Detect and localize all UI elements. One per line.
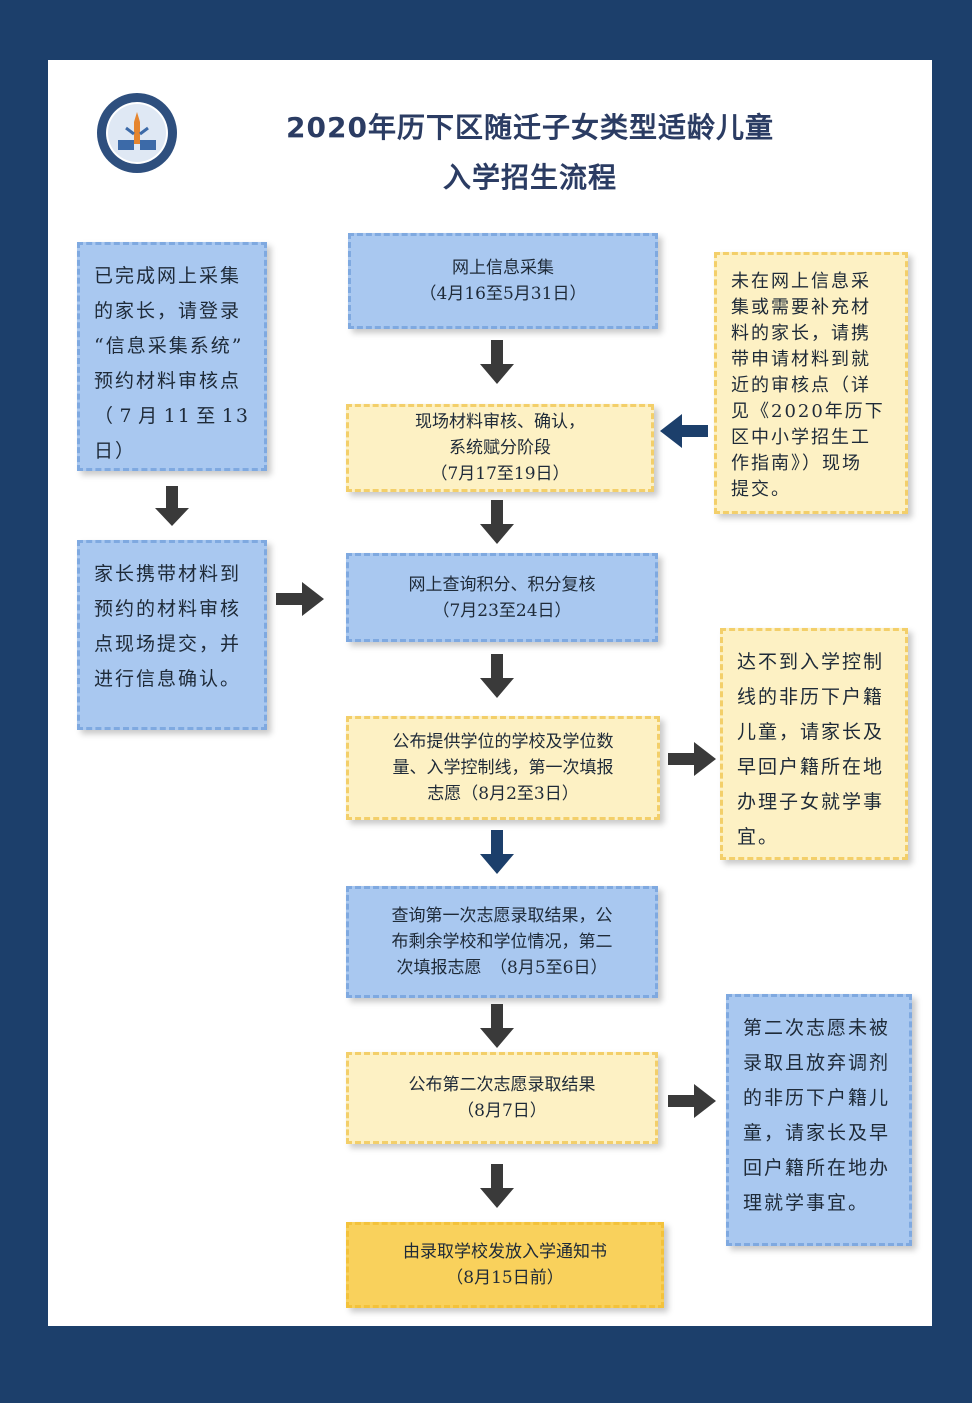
step-first-application: 公布提供学位的学校及学位数 量、入学控制线，第一次填报 志愿（8月2至3日） xyxy=(346,716,660,820)
school-emblem-logo xyxy=(97,93,177,173)
step-online-info-collection: 网上信息采集 （4月16至5月31日） xyxy=(348,233,658,329)
page-title-line1: 2020年历下区随迁子女类型适龄儿童 xyxy=(286,111,774,144)
arrow-right-icon xyxy=(668,742,716,776)
arrow-down-icon xyxy=(480,1164,514,1208)
arrow-down-icon xyxy=(480,654,514,698)
step-label: 查询第一次志愿录取结果，公 布剩余学校和学位情况，第二 次填报志愿 （8月5至6… xyxy=(391,906,613,978)
step-label: 由录取学校发放入学通知书 （8月15日前） xyxy=(403,1242,607,1288)
note-label: 已完成网上采集 的家长，请登录 “信息采集系统” 预约材料审核点 （7月11至1… xyxy=(94,265,250,462)
step-label: 现场材料审核、确认， 系统赋分阶段 （7月17至19日） xyxy=(415,412,585,484)
step-second-application: 查询第一次志愿录取结果，公 布剩余学校和学位情况，第二 次填报志愿 （8月5至6… xyxy=(346,886,658,998)
step-second-results: 公布第二次志愿录取结果 （8月7日） xyxy=(346,1052,658,1144)
arrow-down-icon xyxy=(480,1004,514,1048)
arrow-right-icon xyxy=(276,582,324,616)
note-label: 未在网上信息采 集或需要补充材 料的家长，请携 带申请材料到就 近的审核点（详 … xyxy=(731,271,885,500)
arrow-left-icon xyxy=(660,414,708,448)
right-note-supplement-materials: 未在网上信息采 集或需要补充材 料的家长，请携 带申请材料到就 近的审核点（详 … xyxy=(714,252,908,514)
left-note-submit-materials: 家长携带材料到 预约的材料审核 点现场提交，并 进行信息确认。 xyxy=(77,540,267,730)
step-label: 网上信息采集 （4月16至5月31日） xyxy=(419,258,587,304)
step-label: 网上查询积分、积分复核 （7月23至24日） xyxy=(408,574,596,621)
step-onsite-review: 现场材料审核、确认， 系统赋分阶段 （7月17至19日） xyxy=(346,404,654,492)
arrow-down-icon xyxy=(480,340,514,384)
note-label: 家长携带材料到 预约的材料审核 点现场提交，并 进行信息确认。 xyxy=(94,563,242,690)
right-note-not-admitted: 第二次志愿未被 录取且放弃调剂 的非历下户籍儿 童，请家长及早 回户籍所在地办 … xyxy=(726,994,912,1246)
step-label: 公布提供学位的学校及学位数 量、入学控制线，第一次填报 志愿（8月2至3日） xyxy=(392,732,614,804)
arrow-down-icon xyxy=(480,830,514,874)
step-points-query: 网上查询积分、积分复核 （7月23至24日） xyxy=(346,553,658,642)
note-label: 第二次志愿未被 录取且放弃调剂 的非历下户籍儿 童，请家长及早 回户籍所在地办 … xyxy=(743,1017,891,1214)
arrow-down-icon xyxy=(155,486,189,526)
page-title-line2: 入学招生流程 xyxy=(442,161,617,194)
right-note-below-control-line: 达不到入学控制 线的非历下户籍 儿童，请家长及 早回户籍所在地 办理子女就学事 … xyxy=(720,628,908,860)
step-label: 公布第二次志愿录取结果 （8月7日） xyxy=(408,1075,596,1121)
arrow-down-icon xyxy=(480,500,514,544)
arrow-right-icon xyxy=(668,1084,716,1118)
step-admission-notice: 由录取学校发放入学通知书 （8月15日前） xyxy=(346,1222,664,1308)
note-label: 达不到入学控制 线的非历下户籍 儿童，请家长及 早回户籍所在地 办理子女就学事 … xyxy=(737,651,885,848)
left-note-appointment: 已完成网上采集 的家长，请登录 “信息采集系统” 预约材料审核点 （7月11至1… xyxy=(77,242,267,471)
